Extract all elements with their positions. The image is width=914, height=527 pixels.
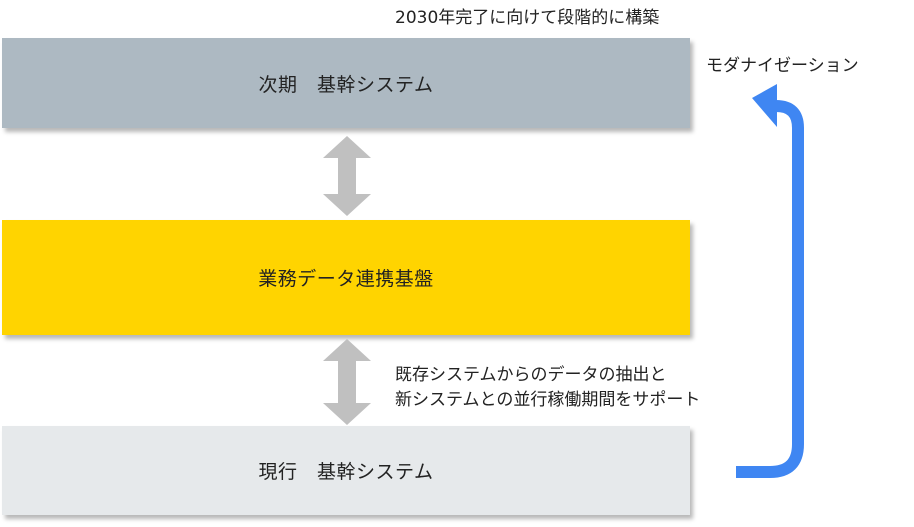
current-core-system-box: 現行 基幹システム [2,426,690,515]
modernization-label: モダナイゼーション [706,56,859,76]
top-caption: 2030年完了に向けて段階的に構築 [395,8,660,28]
middle-note-line-1: 既存システムからのデータの抽出と [395,365,667,385]
data-integration-platform-box: 業務データ連携基盤 [2,220,690,335]
upper-double-arrow [323,136,371,216]
middle-note-line-2: 新システムとの並行稼働期間をサポート [395,390,701,410]
middle-note: 既存システムからのデータの抽出と 新システムとの並行稼働期間をサポート [395,363,700,413]
current-core-system-label: 現行 基幹システム [258,461,434,483]
next-core-system-box: 次期 基幹システム [2,38,690,128]
modernization-arrow-head [752,84,777,127]
lower-double-arrow [323,339,371,425]
next-core-system-label: 次期 基幹システム [258,73,434,96]
modernization-arrow-body [736,100,804,478]
data-integration-platform-label: 業務データ連携基盤 [258,268,434,290]
